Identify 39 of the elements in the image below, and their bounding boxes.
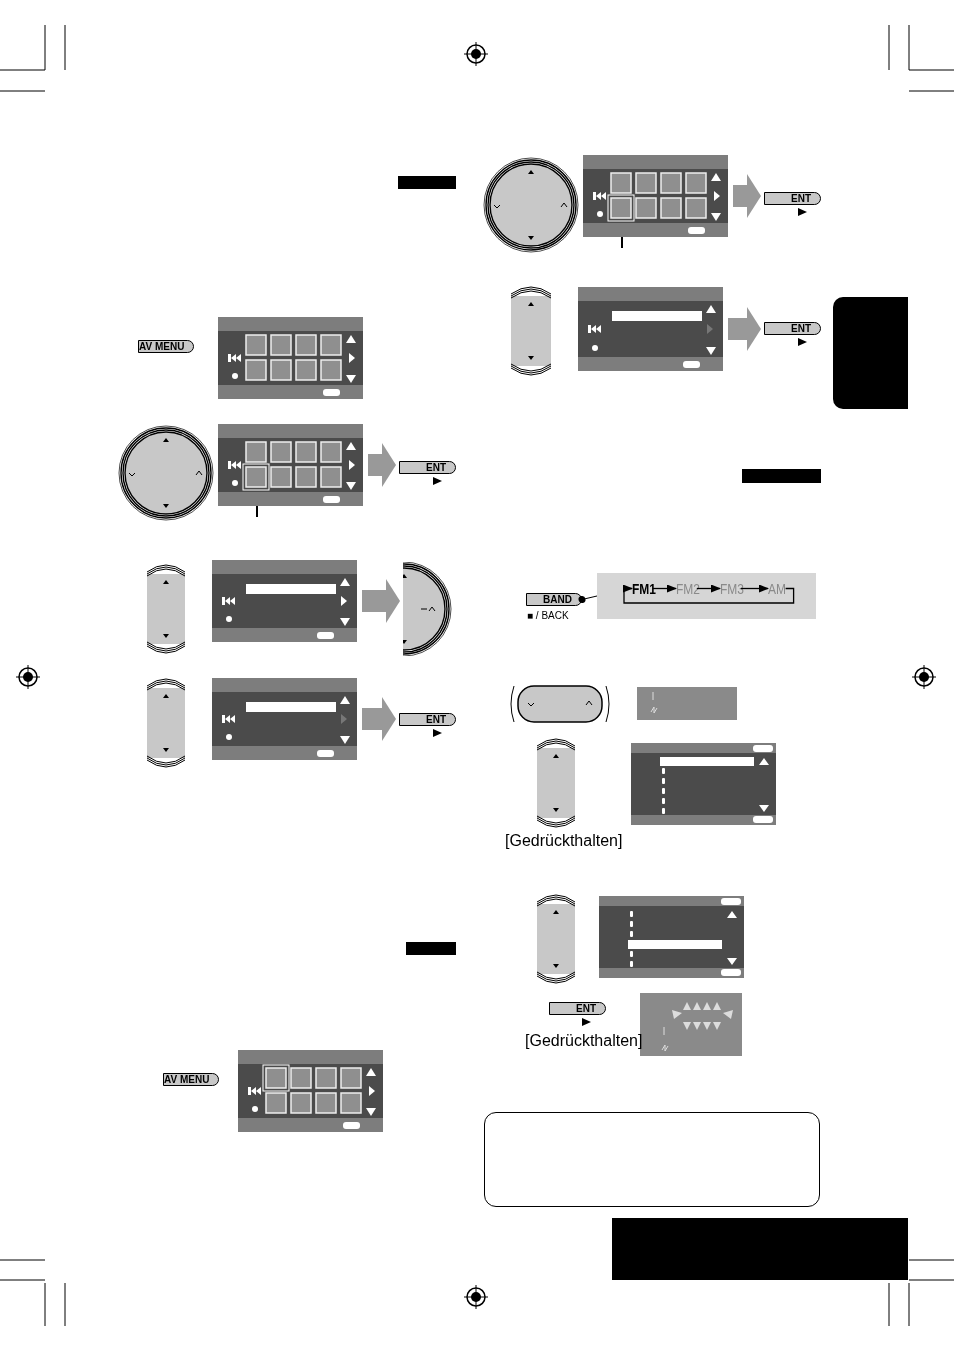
hold-instruction: [Gedrückthalten] xyxy=(505,832,623,850)
leader-line xyxy=(256,505,258,518)
button-caption: ■ / BACK xyxy=(527,610,569,621)
enter-button: ENT xyxy=(764,322,821,335)
arrow xyxy=(362,579,400,623)
arrow xyxy=(652,584,677,593)
arrow xyxy=(696,584,721,593)
band-cycle-panel xyxy=(597,573,816,619)
arrow xyxy=(362,697,396,741)
hold-instruction: [Gedrückthalten] xyxy=(525,1032,643,1050)
band-label: AM xyxy=(768,580,786,597)
arrow xyxy=(728,307,761,351)
menu-screen xyxy=(238,1050,383,1132)
menu-button: AV MENU xyxy=(163,1073,219,1086)
menu-screen xyxy=(583,155,728,237)
arrow xyxy=(740,584,769,593)
menu-button: AV MENU xyxy=(138,340,194,353)
menu-screen xyxy=(218,424,363,506)
list-screen xyxy=(212,560,357,642)
note-box xyxy=(484,1112,820,1207)
control-dial xyxy=(403,562,452,656)
leader-line xyxy=(621,236,623,249)
leader-line xyxy=(578,595,598,603)
enter-button: ENT xyxy=(399,461,456,474)
heading-bar xyxy=(742,469,821,483)
arrow xyxy=(623,584,795,604)
arrow xyxy=(368,443,396,487)
heading-bar xyxy=(406,942,456,955)
band-button: BAND xyxy=(526,593,582,606)
enter-button: ENT xyxy=(764,192,821,205)
page-number-block xyxy=(612,1218,908,1280)
side-tab xyxy=(833,297,908,409)
list-screen xyxy=(578,287,723,371)
enter-button: ENT xyxy=(399,713,456,726)
menu-screen xyxy=(218,317,363,399)
list-screen xyxy=(212,678,357,760)
enter-button: ENT xyxy=(549,1002,606,1015)
heading-bar xyxy=(398,176,456,189)
arrow xyxy=(733,174,761,218)
